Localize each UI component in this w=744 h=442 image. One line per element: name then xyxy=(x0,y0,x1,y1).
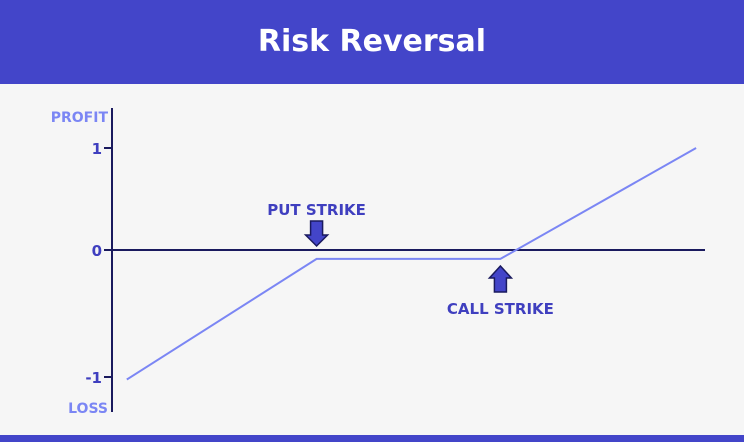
payoff-line xyxy=(126,147,697,381)
chart-title: Risk Reversal xyxy=(257,23,487,59)
y-tick-label: -1 xyxy=(85,369,102,387)
y-axis-label-profit: PROFIT xyxy=(51,110,109,126)
y-tick-label: 1 xyxy=(92,140,102,158)
put-strike-label: PUT STRIKE xyxy=(267,201,366,219)
put-strike-arrow xyxy=(303,220,330,248)
y-axis-label-loss: LOSS xyxy=(68,401,108,417)
call-strike-label: CALL STRIKE xyxy=(447,300,554,318)
y-tick-label: 0 xyxy=(92,242,102,260)
call-strike-arrow xyxy=(487,264,514,293)
title-banner: Risk Reversal xyxy=(0,0,744,84)
bottom-bar xyxy=(0,435,744,442)
